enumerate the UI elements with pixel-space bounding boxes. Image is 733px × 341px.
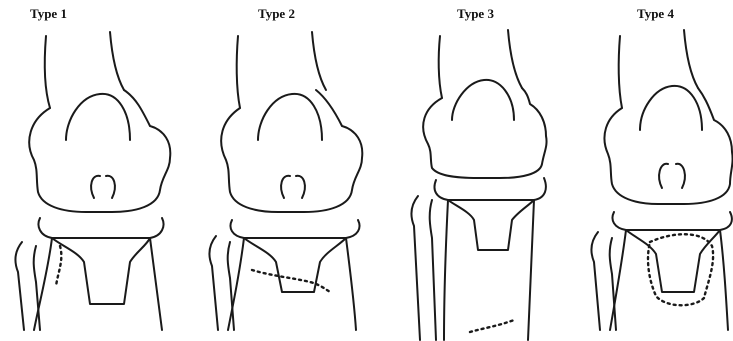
tibia-outline bbox=[435, 178, 546, 340]
knee-panel-type-3 bbox=[411, 30, 546, 340]
tibia-outline bbox=[34, 218, 164, 330]
femur-outline bbox=[221, 32, 362, 212]
fibula-outline bbox=[411, 196, 436, 340]
tibia-outline bbox=[610, 212, 732, 330]
knee-panel-type-1 bbox=[15, 32, 170, 330]
tibia-outline bbox=[228, 220, 360, 330]
knee-panel-type-2 bbox=[209, 32, 362, 330]
fracture-line bbox=[470, 320, 514, 332]
fracture-line bbox=[56, 246, 61, 286]
femur-outline bbox=[423, 30, 546, 178]
femur-outline bbox=[604, 30, 732, 204]
femur-outline bbox=[29, 32, 170, 212]
knee-panel-type-4 bbox=[591, 30, 732, 330]
